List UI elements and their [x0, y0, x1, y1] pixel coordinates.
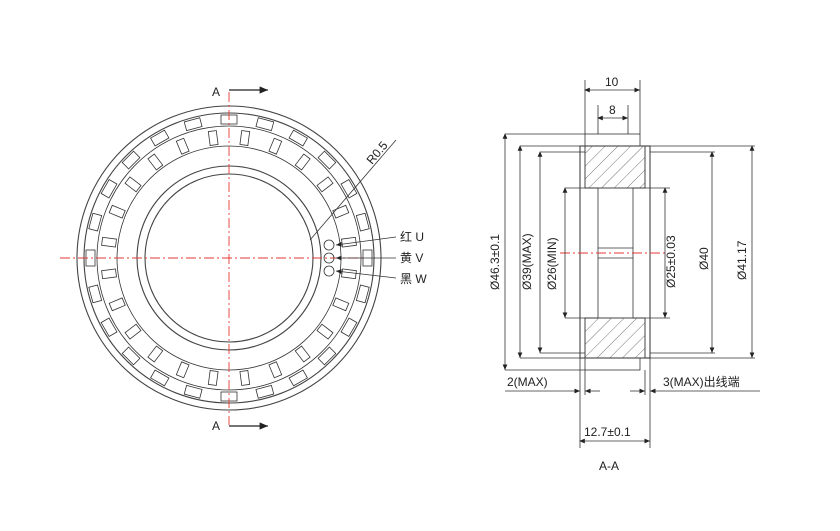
- coil-slot-inner: [341, 268, 357, 280]
- radius-label: R0.5: [364, 138, 391, 167]
- section-mark-top: A: [212, 85, 268, 99]
- wire-hole-v: [323, 252, 335, 264]
- coil-slot-inner: [332, 204, 350, 219]
- coil-slot-inner: [294, 345, 311, 363]
- dim-outer-dia: Ø46.3±0.1: [488, 234, 502, 290]
- coil-slot-outer: [288, 369, 308, 387]
- dim-right-ext: 3(MAX)出线端: [663, 375, 740, 389]
- coil-slot-inner: [175, 361, 190, 379]
- dim-width: 12.7±0.1: [584, 425, 631, 439]
- coil-slot-inner: [175, 137, 190, 155]
- coil-slot-inner: [239, 130, 251, 146]
- coil-slot-inner: [332, 297, 350, 312]
- bottom-tab: [584, 357, 641, 371]
- coil-slot-outer: [88, 212, 103, 232]
- coil-slot-outer: [100, 317, 118, 337]
- coil-slot-outer: [340, 317, 358, 337]
- coil-slot-inner: [147, 345, 164, 363]
- wire-hole-w: [323, 265, 335, 277]
- coil-slot-inner: [239, 370, 251, 386]
- coil-slot-outer: [355, 284, 370, 304]
- coil-slot-outer: [317, 346, 337, 366]
- coil-slot-outer: [317, 150, 337, 170]
- coil-slot-inner: [207, 370, 219, 386]
- section-title: A-A: [599, 459, 619, 473]
- wire-hole-u: [323, 239, 335, 251]
- coil-slot-inner: [207, 130, 219, 146]
- coil-slot-inner: [268, 361, 283, 379]
- coil-slot-inner: [316, 323, 334, 340]
- coil-slot-inner: [147, 153, 164, 171]
- wire-label-v: 黄 V: [400, 251, 423, 265]
- coil-slot-outer: [355, 212, 370, 232]
- radius-callout: R0.5: [309, 138, 397, 241]
- coil-slot-inner: [108, 204, 126, 219]
- coil-slot-outer: [340, 179, 358, 199]
- coil-slot-outer: [183, 117, 203, 132]
- section-mark-bottom-label: A: [212, 419, 220, 433]
- coil-slot-inner: [124, 323, 142, 340]
- dim-mid-dia: Ø40: [697, 247, 711, 270]
- section-view: Ø46.3±0.1 Ø39(MAX) Ø26(MIN) Ø25±0.03 Ø40…: [488, 75, 760, 473]
- coil-slot-inner: [294, 153, 311, 171]
- dim-top-width: 10: [605, 75, 619, 89]
- front-view: A A R0.5 红 U 黄 V 黑 W: [60, 85, 427, 433]
- coil-slot-inner: [101, 236, 117, 248]
- dim-min-dia: Ø26(MIN): [545, 237, 559, 290]
- wire-label-w: 黑 W: [400, 272, 427, 286]
- coil-slot-outer: [255, 384, 275, 399]
- body-outline: [579, 145, 651, 359]
- coil-slot-outer: [121, 150, 141, 170]
- coil-slot-outer: [150, 129, 170, 147]
- upper-section: [584, 145, 646, 189]
- coil-slot-outer: [100, 179, 118, 199]
- coil-slot-outer: [88, 284, 103, 304]
- dim-left-ext: 2(MAX): [507, 375, 548, 389]
- wire-label-u: 红 U: [400, 229, 424, 244]
- coil-slot-inner: [108, 297, 126, 312]
- coil-slot-inner: [341, 236, 357, 248]
- coil-slot-inner: [124, 176, 142, 193]
- coil-slot-outer: [288, 129, 308, 147]
- dim-inner-top-width: 8: [609, 103, 616, 117]
- section-mark-top-label: A: [212, 85, 220, 99]
- coil-slots: [85, 114, 373, 402]
- coil-slot-outer: [121, 346, 141, 366]
- coil-slot-outer: [183, 384, 203, 399]
- coil-slot-outer: [150, 369, 170, 387]
- coil-slot-inner: [268, 137, 283, 155]
- dim-max-dia: Ø39(MAX): [520, 233, 534, 290]
- wire-exits: 红 U 黄 V 黑 W: [323, 229, 427, 286]
- coil-slot-outer: [255, 117, 275, 132]
- coil-slot-inner: [101, 268, 117, 280]
- coil-slot-inner: [316, 176, 334, 193]
- top-tab: [584, 133, 641, 147]
- section-mark-bottom: A: [212, 419, 268, 433]
- dim-bore-dia: Ø25±0.03: [664, 235, 678, 288]
- dim-od2-dia: Ø41.17: [735, 240, 749, 280]
- lower-section: [584, 317, 646, 359]
